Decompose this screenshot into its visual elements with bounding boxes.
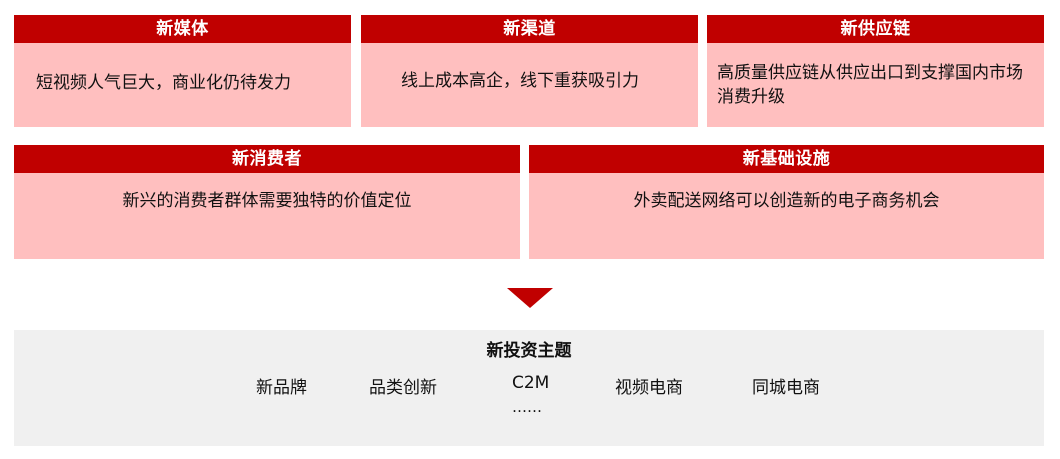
card-title: 新供应链 [707,15,1044,43]
theme-item: 新品牌 [256,378,307,398]
card-new-consumer: 新消费者 新兴的消费者群体需要独特的价值定位 [14,145,520,259]
card-text: 线上成本高企，线下重获吸引力 [401,71,639,91]
card-new-channel: 新渠道 线上成本高企，线下重获吸引力 [361,15,698,127]
ellipsis: …… [512,398,542,416]
card-title: 新媒体 [14,15,351,43]
card-new-infrastructure: 新基础设施 外卖配送网络可以创造新的电子商务机会 [529,145,1044,259]
theme-item: 视频电商 [615,378,683,398]
card-text: 外卖配送网络可以创造新的电子商务机会 [633,191,940,211]
card-text: 新兴的消费者群体需要独特的价值定位 [122,191,412,211]
card-text: 短视频人气巨大，商业化仍待发力 [36,73,291,93]
card-title: 新基础设施 [529,145,1044,173]
card-title: 新渠道 [361,15,698,43]
theme-item: 同城电商 [752,378,820,398]
card-new-supply-chain: 新供应链 高质量供应链从供应出口到支撑国内市场消费升级 [707,15,1044,127]
card-title: 新消费者 [14,145,520,173]
card-text: 高质量供应链从供应出口到支撑国内市场消费升级 [717,63,1023,107]
theme-item: C2M [512,373,550,393]
panel-title: 新投资主题 [486,341,572,361]
theme-item: 品类创新 [369,378,437,398]
down-arrow-icon [507,288,553,308]
investment-themes-panel: 新投资主题 新品牌 品类创新 C2M 视频电商 同城电商 …… [14,330,1044,446]
card-new-media: 新媒体 短视频人气巨大，商业化仍待发力 [14,15,351,127]
